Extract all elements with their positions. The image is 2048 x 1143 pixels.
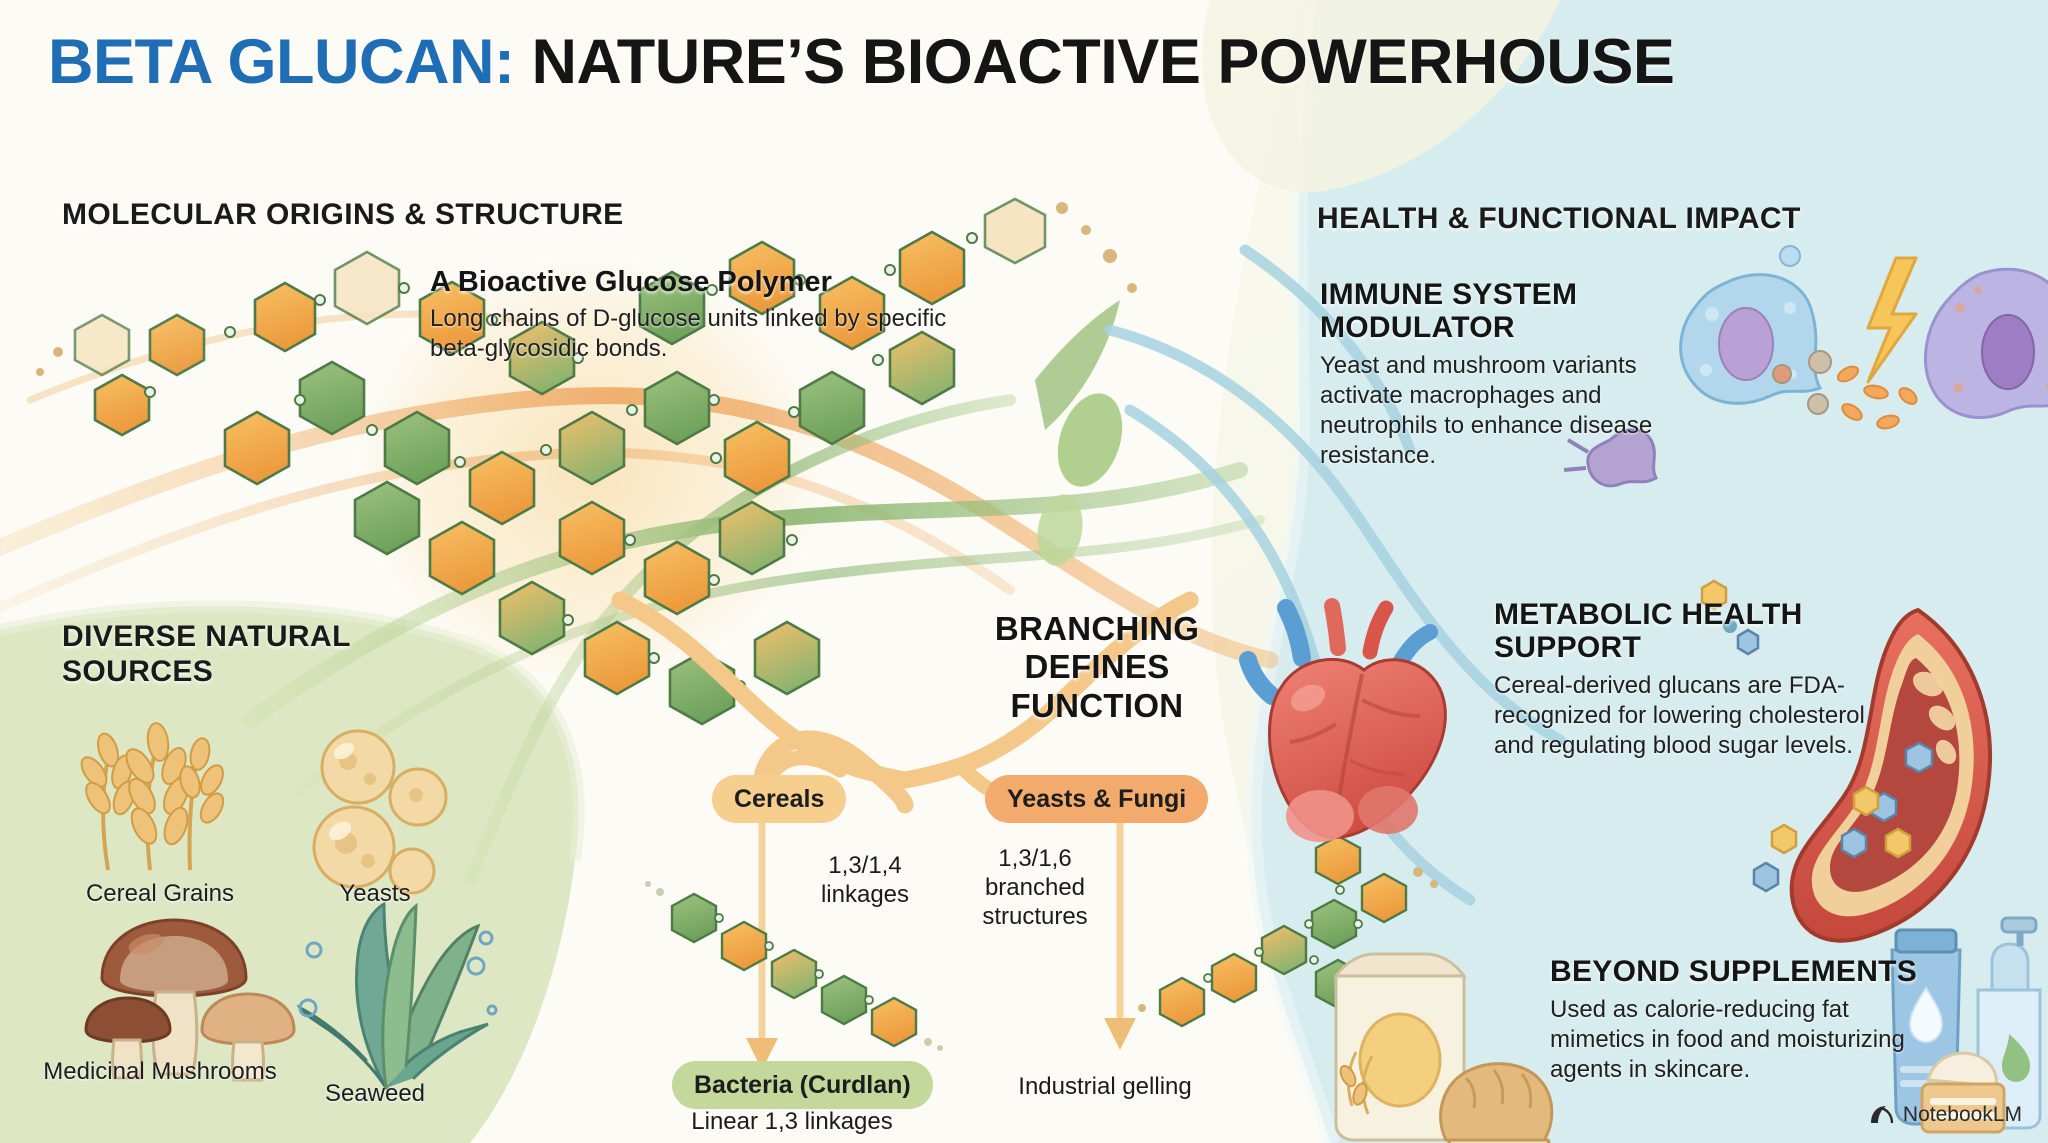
polymer-body: Long chains of D-glucose units linked by… (430, 305, 947, 363)
label-bacteria-linkage: Linear 1,3 linkages (691, 1108, 893, 1135)
sources-header: DIVERSE NATURAL SOURCES (62, 620, 351, 688)
section-header-molecular: MOLECULAR ORIGINS & STRUCTURE (62, 198, 624, 231)
impact-heading-beyond: BEYOND SUPPLEMENTS (1550, 955, 1918, 988)
impact-body-immune: Yeast and mushroom variants activate mac… (1320, 352, 1653, 469)
notebooklm-label: NotebookLM (1902, 1103, 2022, 1126)
notebooklm-logo-icon (1870, 1106, 1894, 1124)
pill-bacteria-curdlan: Bacteria (Curdlan) (672, 1061, 933, 1109)
impact-block-immune: IMMUNE SYSTEM MODULATOR Yeast and mushro… (1320, 278, 1720, 471)
impact-heading-immune: IMMUNE SYSTEM MODULATOR (1320, 278, 1578, 344)
page-title: BETA GLUCAN: NATURE’S BIOACTIVE POWERHOU… (48, 26, 1675, 98)
page-title-highlight: BETA GLUCAN: (48, 27, 515, 97)
section-header-health: HEALTH & FUNCTIONAL IMPACT (1317, 202, 1801, 235)
polymer-heading: A Bioactive Glucose Polymer (430, 266, 832, 298)
impact-body-beyond: Used as calorie-reducing fat mimetics in… (1550, 996, 1905, 1083)
pill-yeasts-fungi: Yeasts & Fungi (985, 775, 1209, 823)
source-label-cereal-grains: Cereal Grains (85, 880, 235, 907)
source-label-medicinal-mushrooms: Medicinal Mushrooms (43, 1058, 277, 1085)
label-yeasts-linkage: 1,3/1,6 branched structures (982, 845, 1088, 930)
polymer-block: A Bioactive Glucose Polymer Long chains … (430, 266, 970, 364)
label-cereals-linkage: 1,3/1,4 linkages (820, 852, 910, 908)
impact-block-metabolic: METABOLIC HEALTH SUPPORT Cereal-derived … (1494, 598, 1894, 761)
source-label-seaweed: Seaweed (324, 1080, 426, 1107)
branching-header: BRANCHING DEFINES FUNCTION (994, 610, 1200, 724)
page-title-rest: NATURE’S BIOACTIVE POWERHOUSE (531, 27, 1675, 97)
notebooklm-watermark: NotebookLM (1868, 1103, 2022, 1127)
impact-body-metabolic: Cereal-derived glucans are FDA-recognize… (1494, 672, 1865, 759)
source-label-yeasts: Yeasts (339, 880, 411, 907)
pill-cereals: Cereals (712, 775, 847, 823)
label-industrial-gelling: Industrial gelling (1018, 1073, 1192, 1100)
impact-block-beyond: BEYOND SUPPLEMENTS Used as calorie-reduc… (1550, 955, 1950, 1085)
impact-heading-metabolic: METABOLIC HEALTH SUPPORT (1494, 598, 1803, 664)
